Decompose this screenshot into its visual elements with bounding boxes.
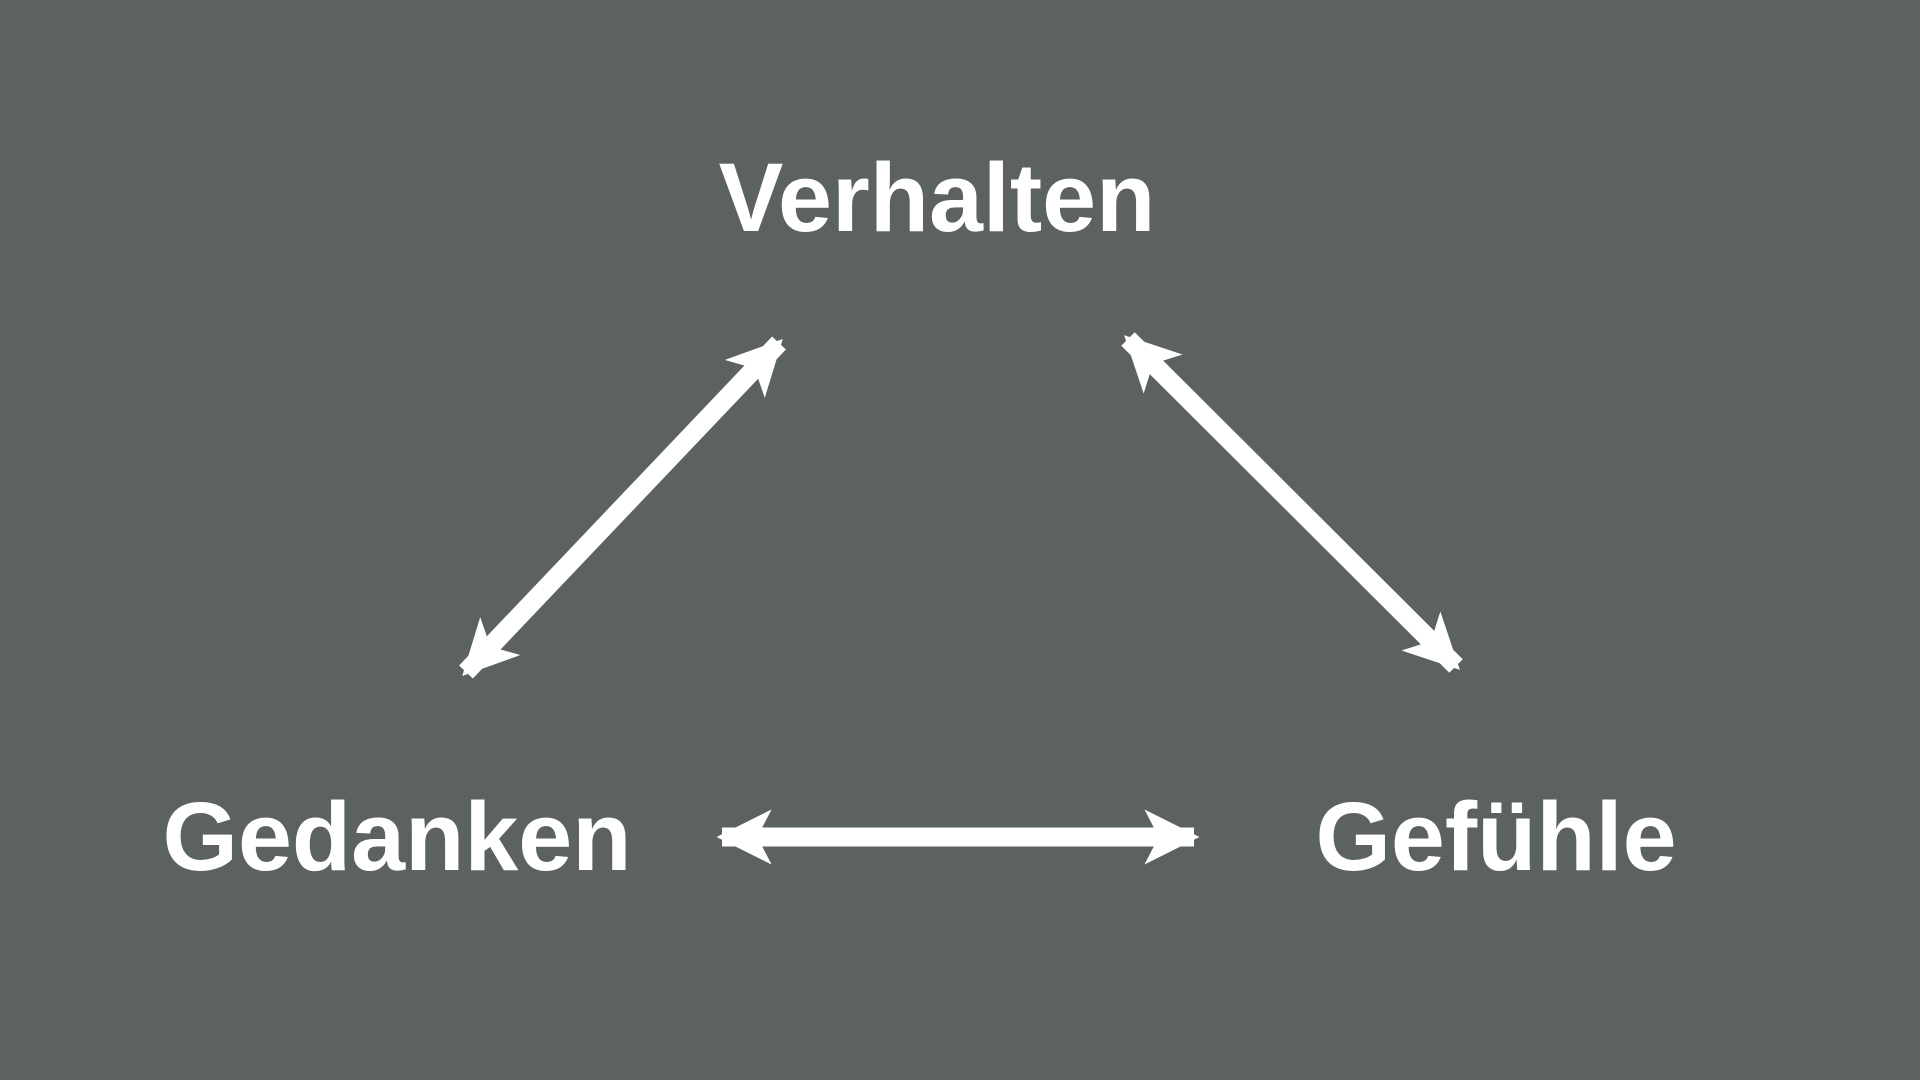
node-verhalten: Verhalten (718, 143, 1156, 252)
arrow-gedanken-verhalten (459, 336, 786, 679)
node-gedanken: Gedanken (162, 782, 632, 891)
node-gefuehle: Gefühle (1315, 782, 1677, 891)
arrow-verhalten-gefuehle (1121, 332, 1463, 673)
